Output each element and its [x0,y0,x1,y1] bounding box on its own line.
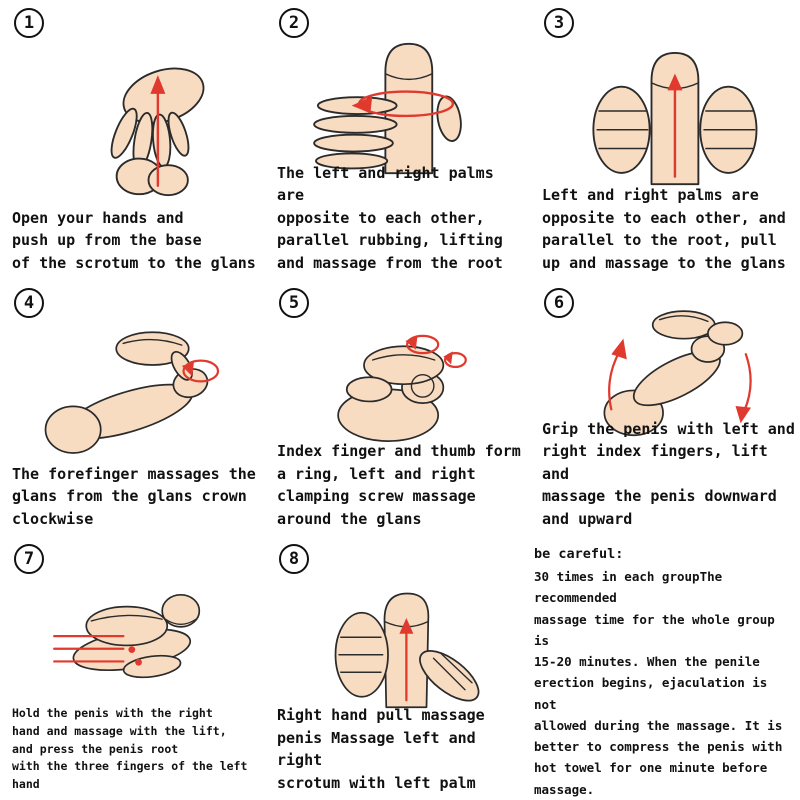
step-3-caption: Left and right palms are opposite to eac… [542,186,786,272]
step-8-art [269,574,528,709]
step-4-number-badge: 4 [14,288,44,318]
forefinger-circular-glans-massage-illustration [44,331,220,455]
step-8-number-badge: 8 [279,544,309,574]
step-6-art [534,309,798,436]
step-3-number-badge: 3 [544,8,574,38]
step-5-number: 5 [288,293,300,313]
step-panel-2: 2 The left and right palms are opposite … [265,0,530,280]
note-panel: be careful: 30 times in each groupThe re… [530,536,800,800]
step-5-number-badge: 5 [279,288,309,318]
hand-push-up-from-scrotum-illustration [110,67,205,197]
step-8-caption: Right hand pull massage penis Massage le… [277,706,485,792]
step-panel-8: 8 Right hand pull massage penis Massage … [265,536,530,800]
step-6-number-badge: 6 [544,288,574,318]
step-8-number: 8 [288,549,300,569]
step-3-number: 3 [553,13,565,33]
step-2-caption: The left and right palms are opposite to… [277,163,503,272]
palms-pull-up-illustration [591,51,757,186]
step-panel-6: 6 Grip the penis with left and right ind… [530,280,800,536]
step-1-number-badge: 1 [14,8,44,38]
grip-lift-up-down-massage-illustration [603,309,752,436]
step-panel-3: 3 Left and right palms are opposite to e… [530,0,800,280]
step-panel-7: 7 Hold the penis with the right hand and… [0,536,265,800]
note-body: 30 times in each groupThe recommended ma… [534,569,783,797]
step-6-caption: Grip the penis with left and right index… [542,419,795,528]
step-5-caption: Index finger and thumb form a ring, left… [277,442,521,528]
step-6-number: 6 [553,293,565,313]
step-1-number: 1 [23,13,35,33]
step-1-caption: Open your hands and push up from the bas… [12,208,256,272]
step-4-caption: The forefinger massages the glans from t… [12,464,256,528]
step-7-art [4,574,263,705]
palms-parallel-rubbing-illustration [313,42,462,174]
hold-press-root-three-fingers-illustration [53,593,201,679]
step-3-art [534,38,798,186]
step-5-art [269,318,528,442]
step-7-caption: Hold the penis with the right hand and m… [12,705,248,792]
step-4-art [4,318,263,463]
step-panel-5: 5 Index finger and thumb form a ring, le… [265,280,530,536]
step-1-art [4,38,263,207]
step-7-number: 7 [23,549,35,569]
step-2-number: 2 [288,13,300,33]
note-title: be careful: [534,546,624,562]
right-hand-pull-left-palm-scrotum-illustration [334,592,480,709]
step-7-number-badge: 7 [14,544,44,574]
step-panel-4: 4 The forefinger massages the glans from… [0,280,265,536]
step-panel-1: 1 Open your hands and push up from the b… [0,0,265,280]
step-2-art [269,38,528,174]
finger-thumb-ring-screw-massage-illustration [337,334,467,442]
step-2-number-badge: 2 [279,8,309,38]
step-4-number: 4 [23,293,35,313]
